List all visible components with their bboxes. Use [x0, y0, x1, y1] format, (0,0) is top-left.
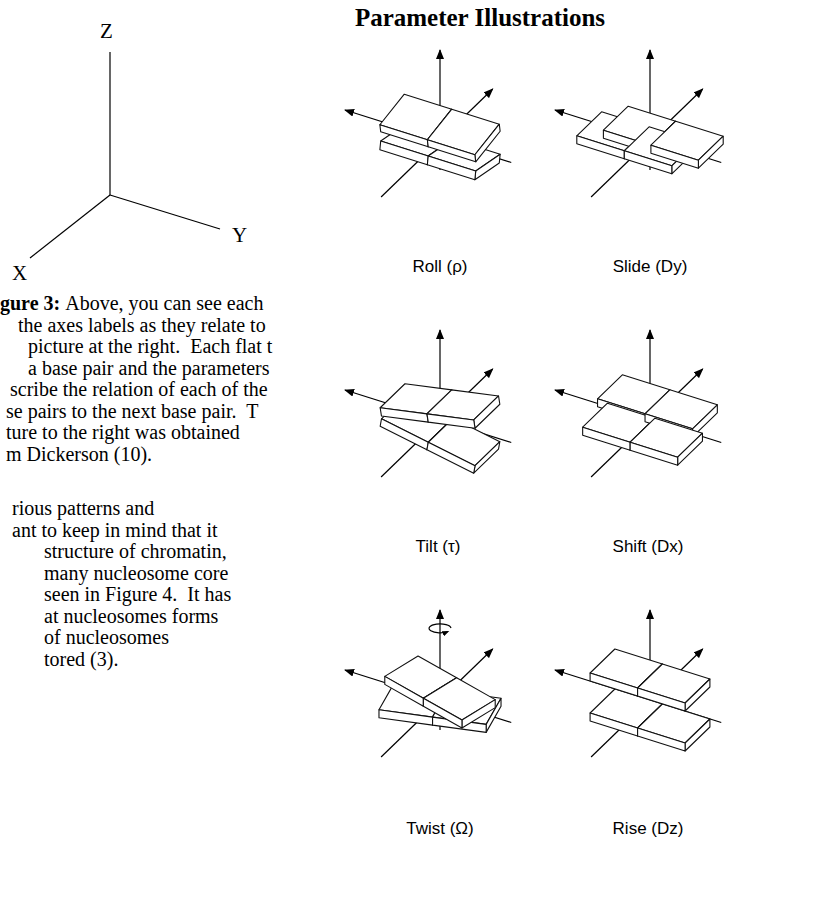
block-face — [385, 676, 424, 706]
rotation-arrow — [429, 624, 451, 633]
caption-line: scribe the relation of each of the — [10, 378, 268, 400]
block-face — [590, 673, 638, 696]
axis-label: Y — [232, 224, 247, 247]
base-block — [651, 121, 723, 168]
block-face — [685, 719, 710, 751]
parameter-label: Twist (Ω) — [406, 820, 473, 839]
block-face — [380, 419, 428, 450]
base-block — [427, 109, 500, 162]
block-face — [380, 125, 428, 147]
axis-label: X — [12, 262, 27, 285]
caption-line: Above, you can see each — [65, 292, 263, 314]
block-face — [379, 710, 433, 725]
body-text-line: of nucleosomes — [44, 626, 169, 648]
parameter-label: Roll (ρ) — [412, 258, 467, 277]
body-text-line: tored (3). — [44, 648, 118, 670]
base-block — [630, 418, 702, 465]
base-block — [638, 704, 710, 751]
block-face — [685, 679, 710, 711]
caption-line: a base pair and the parameters — [28, 357, 270, 379]
caption-line: picture at the right. Each flat t — [28, 335, 272, 357]
block-face — [651, 145, 699, 168]
z-axis-line — [109, 52, 110, 195]
parameter-label: Slide (Dy) — [613, 258, 688, 277]
parameter-label: Tilt (τ) — [416, 538, 461, 557]
base-block — [638, 664, 710, 711]
block-face — [427, 140, 475, 162]
x-axis-line — [30, 195, 110, 258]
body-text-line: rious patterns and — [12, 497, 154, 519]
axis-label: Z — [100, 20, 113, 43]
block-face — [427, 442, 475, 473]
y-axis-line — [110, 195, 220, 229]
parameter-label: Rise (Dz) — [613, 820, 684, 839]
block-face — [583, 427, 631, 450]
base-pair-step — [555, 330, 721, 477]
base-pair-step — [555, 50, 723, 197]
block-face — [475, 124, 500, 162]
block-face — [423, 698, 462, 728]
parameter-figures — [345, 50, 723, 757]
caption-line: m Dickerson (10). — [6, 443, 152, 465]
base-pair-step — [345, 50, 511, 197]
base-block — [427, 390, 500, 428]
block-face — [678, 433, 703, 465]
block-face — [638, 688, 686, 711]
body-text-line: at nucleosomes forms — [44, 605, 218, 627]
block-face — [630, 442, 678, 465]
caption-line: the axes labels as they relate to — [18, 314, 266, 336]
block-face — [380, 408, 428, 422]
caption-line: ture to the right was obtained — [6, 421, 240, 443]
body-text-line: ant to keep in mind that it — [12, 519, 218, 541]
base-pair-step — [345, 610, 511, 757]
block-face — [474, 396, 500, 428]
body-text-line: many nucleosome core — [44, 562, 228, 584]
coordinate-axes — [30, 52, 220, 258]
caption-label: gure 3: — [0, 292, 60, 314]
block-face — [638, 728, 686, 751]
base-pair-step — [345, 330, 511, 477]
block-face — [462, 700, 495, 728]
base-pair-step — [555, 610, 721, 757]
base-block — [423, 678, 495, 728]
body-text-line: seen in Figure 4. It has — [44, 583, 231, 605]
block-face — [474, 442, 500, 473]
parameter-label: Shift (Dx) — [613, 538, 684, 557]
block-face — [427, 414, 475, 428]
body-text-line: structure of chromatin, — [44, 540, 227, 562]
block-face — [698, 136, 723, 168]
block-face — [590, 713, 638, 736]
figure-title: Parameter Illustrations — [355, 4, 605, 32]
caption-line: se pairs to the next base pair. T — [6, 400, 258, 422]
